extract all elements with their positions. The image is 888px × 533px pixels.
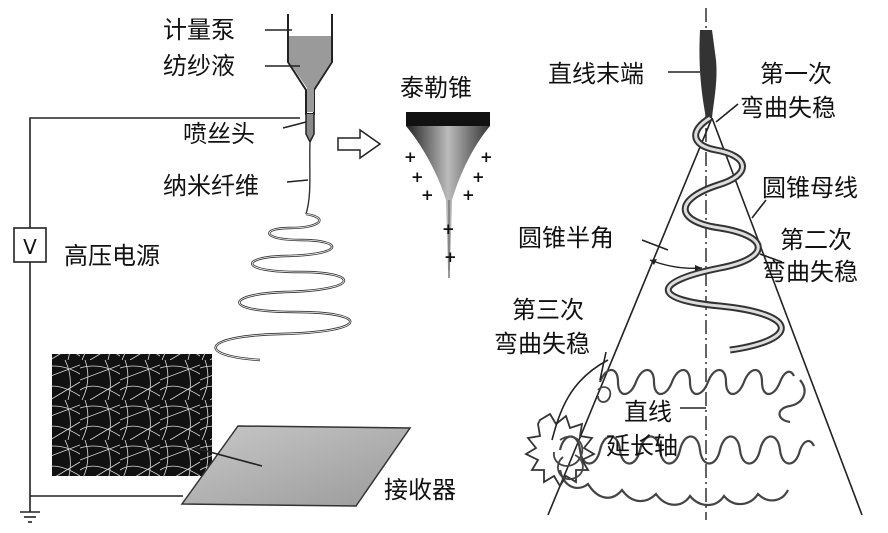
cone-generatrix-label: 圆锥母线 <box>762 174 858 202</box>
second-bending-label-2: 弯曲失稳 <box>762 258 858 286</box>
lower-coils <box>558 435 815 507</box>
axis-label-1: 直线 <box>624 398 672 426</box>
voltmeter-icon: V <box>13 227 47 263</box>
cone-generatrix-right <box>711 117 863 516</box>
svg-text:+: + <box>480 148 493 166</box>
voltmeter-symbol: V <box>23 235 37 259</box>
svg-text:+: + <box>404 148 417 166</box>
half-angle-arc <box>649 259 703 270</box>
svg-text:+: + <box>442 220 455 238</box>
arrow-icon <box>337 128 382 160</box>
pump-label: 计量泵 <box>163 16 235 44</box>
cone-generatrix-left <box>547 117 713 516</box>
collector-plate <box>180 425 412 507</box>
third-bending-label-1: 第三次 <box>512 296 584 324</box>
straight-jet-end <box>699 30 717 118</box>
nanofiber-mat-image <box>52 354 212 476</box>
charge-markers: + + + + + + + + <box>404 148 493 266</box>
svg-text:+: + <box>421 186 434 204</box>
power-label: 高压电源 <box>64 242 160 270</box>
third-bending-cluster <box>524 412 596 488</box>
collector-label: 接收器 <box>384 476 456 504</box>
svg-text:+: + <box>411 168 424 186</box>
half-angle-label: 圆锥半角 <box>518 224 614 252</box>
ground-icon <box>20 511 40 523</box>
straight-end-label: 直线末端 <box>548 60 644 88</box>
third-bending-label-2: 弯曲失稳 <box>494 330 590 358</box>
circuit-wire <box>29 117 300 512</box>
solution-label: 纺纱液 <box>163 52 235 80</box>
first-bending-label-2: 弯曲失稳 <box>740 94 836 122</box>
straight-jet <box>305 141 311 215</box>
second-bending-label-1: 第二次 <box>780 226 852 254</box>
taylor-cone <box>406 112 490 278</box>
nanofiber-label: 纳米纤维 <box>163 172 259 200</box>
axis-label-2: 延长轴 <box>606 432 678 460</box>
syringe-pump <box>287 14 333 144</box>
second-bending-coils <box>598 368 806 424</box>
first-bending-label-1: 第一次 <box>760 60 832 88</box>
taylor-cone-label: 泰勒锥 <box>400 74 472 102</box>
svg-text:+: + <box>472 168 485 186</box>
mat-pointer <box>194 447 263 467</box>
svg-text:+: + <box>444 248 457 266</box>
spinneret-label: 喷丝头 <box>183 120 255 148</box>
svg-text:+: + <box>462 186 475 204</box>
